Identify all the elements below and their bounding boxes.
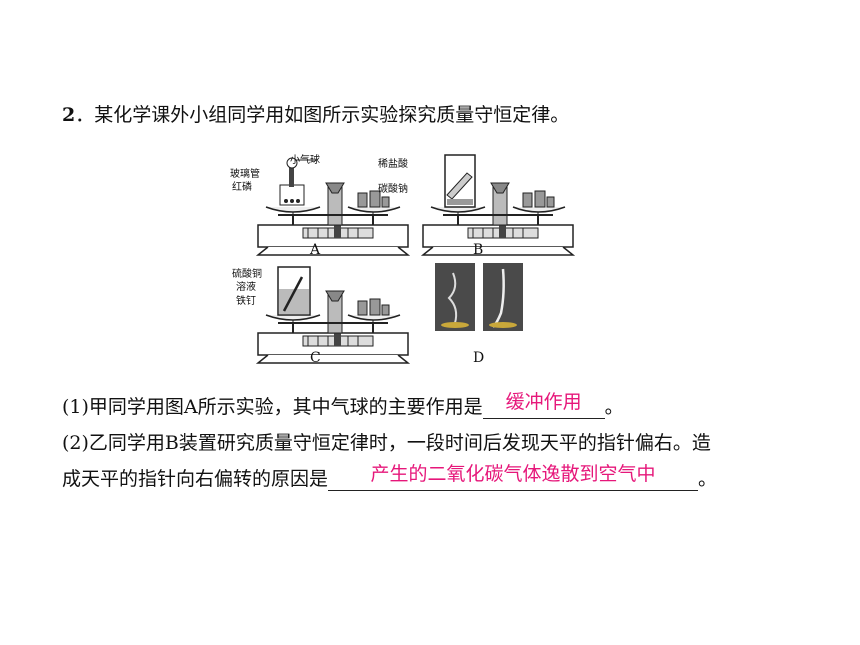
part1-suffix: 。: [604, 396, 624, 418]
label-c: C: [310, 350, 321, 366]
experiment-figure: 小气球 玻璃管 红磷 稀盐酸 碳酸钠 硫酸铜 溶液 铁钉 A B C D: [228, 145, 608, 375]
callout-solution: 溶液: [236, 282, 256, 293]
part2-suffix: 。: [698, 468, 718, 490]
part2-answer: 产生的二氧化碳气体逸散到空气中: [370, 463, 656, 485]
label-b: B: [473, 242, 484, 258]
photos-d: [435, 263, 523, 331]
part2-prefix: 成天平的指针向右偏转的原因是: [62, 468, 329, 490]
part1-line: (1)甲同学用图A所示实验，其中气球的主要作用是缓冲作用。: [62, 391, 624, 419]
apparatus-b: [422, 154, 574, 256]
part1-blank: 缓冲作用: [482, 391, 605, 419]
part2-line2: 成天平的指针向右偏转的原因是 产生的二氧化碳气体逸散到空气中 。: [62, 463, 718, 491]
callout-glass-tube: 玻璃管: [230, 169, 260, 180]
part1-prefix: (1)甲同学用图A所示实验，其中气球的主要作用是: [62, 396, 483, 418]
callout-cuso4: 硫酸铜: [232, 269, 262, 280]
part1-answer: 缓冲作用: [505, 391, 582, 413]
apparatus-c: [257, 266, 409, 364]
part2-line1: (2)乙同学用B装置研究质量守恒定律时，一段时间后发现天平的指针偏右。造: [62, 432, 711, 454]
callout-na2co3: 碳酸钠: [378, 184, 408, 195]
part2-blank: 产生的二氧化碳气体逸散到空气中: [328, 463, 699, 491]
question-text: 某化学课外小组同学用如图所示实验探究质量守恒定律。: [94, 104, 570, 126]
question-title: 2．某化学课外小组同学用如图所示实验探究质量守恒定律。: [62, 104, 570, 126]
label-d: D: [473, 350, 485, 366]
callout-balloon: 小气球: [290, 155, 320, 166]
label-a: A: [310, 242, 321, 258]
balance-diagrams: [257, 154, 574, 364]
callout-iron-nail: 铁钉: [236, 296, 256, 307]
question-number: 2: [62, 104, 76, 126]
apparatus-a: [257, 157, 409, 256]
callout-red-phosphorus: 红磷: [232, 182, 252, 193]
callout-hcl: 稀盐酸: [378, 159, 408, 170]
